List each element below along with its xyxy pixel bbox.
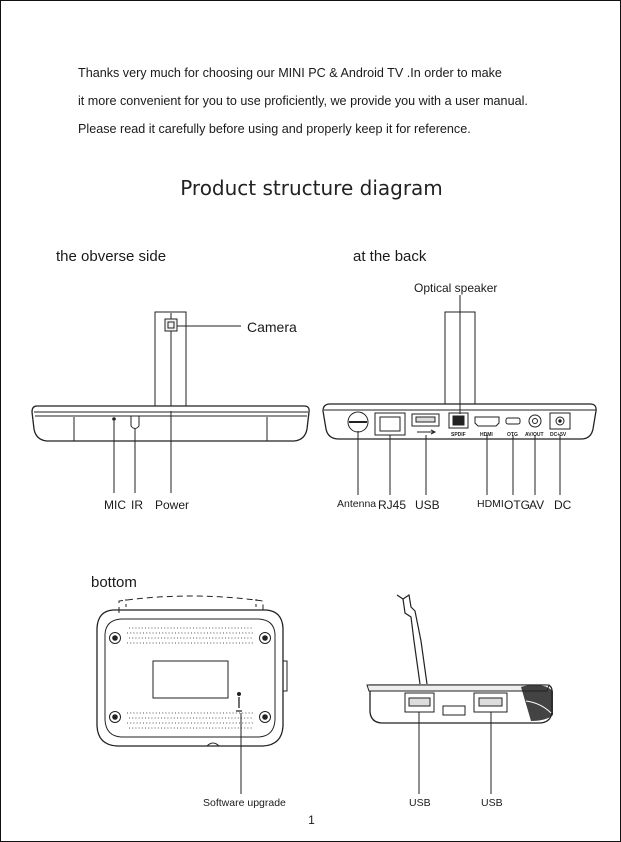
av-port xyxy=(528,414,542,428)
spdif-port xyxy=(448,412,469,429)
otg-port xyxy=(505,417,521,425)
side-slot xyxy=(442,705,466,716)
hdmi-port xyxy=(474,416,500,427)
page-number: 1 xyxy=(308,813,315,827)
port-label-otg: OTG xyxy=(507,432,518,438)
intro-line: Thanks very much for choosing our MINI P… xyxy=(78,66,502,80)
av-callout: AV xyxy=(529,498,545,512)
label-plate xyxy=(152,660,229,699)
screw-icon xyxy=(109,632,271,723)
port-label-hdmi: HDMI xyxy=(480,432,493,438)
usb-callout: USB xyxy=(415,498,440,512)
bottom-view-label: bottom xyxy=(91,574,137,591)
usb-icon xyxy=(417,429,437,435)
upgrade-button-icon xyxy=(236,697,242,712)
dc-port xyxy=(549,412,571,430)
antenna-callout: Antenna xyxy=(337,498,377,510)
camera-icon xyxy=(164,318,178,332)
back-view-device xyxy=(322,295,597,495)
back-view-label: at the back xyxy=(353,248,427,265)
usb-port xyxy=(411,413,440,427)
ir-window xyxy=(130,416,140,429)
side-usb-callout: USB xyxy=(481,797,503,809)
port-label-avout: AV/OUT xyxy=(525,432,544,438)
intro-paragraph: Thanks very much for choosing our MINI P… xyxy=(78,59,598,143)
intro-line: Please read it carefully before using an… xyxy=(78,122,471,136)
port-label-spdif: SPDIF xyxy=(451,432,466,438)
software-upgrade-callout: Software upgrade xyxy=(203,797,286,809)
page-title: Product structure diagram xyxy=(180,176,443,200)
power-callout: Power xyxy=(155,498,190,512)
hdmi-callout: HDMI xyxy=(477,498,504,510)
mic-hole xyxy=(112,417,116,421)
side-usb-callout: USB xyxy=(409,797,431,809)
bottom-view-device xyxy=(96,595,288,794)
otg-callout: OTG xyxy=(504,498,530,512)
dc-callout: DC xyxy=(554,498,572,512)
optical-speaker-callout: Optical speaker xyxy=(414,281,498,295)
ir-callout: IR xyxy=(131,498,143,512)
camera-callout: Camera xyxy=(247,319,297,335)
front-view-label: the obverse side xyxy=(56,248,167,265)
front-view-device xyxy=(31,311,310,493)
port-labels: SPDIF HDMI OTG AV/OUT DC+5V xyxy=(451,432,567,438)
rj45-callout: RJ45 xyxy=(378,498,407,512)
side-view-device xyxy=(366,593,553,794)
mic-callout: MIC xyxy=(104,498,126,512)
port-label-dc: DC+5V xyxy=(550,432,567,438)
intro-line: it more convenient for you to use profic… xyxy=(78,94,528,108)
